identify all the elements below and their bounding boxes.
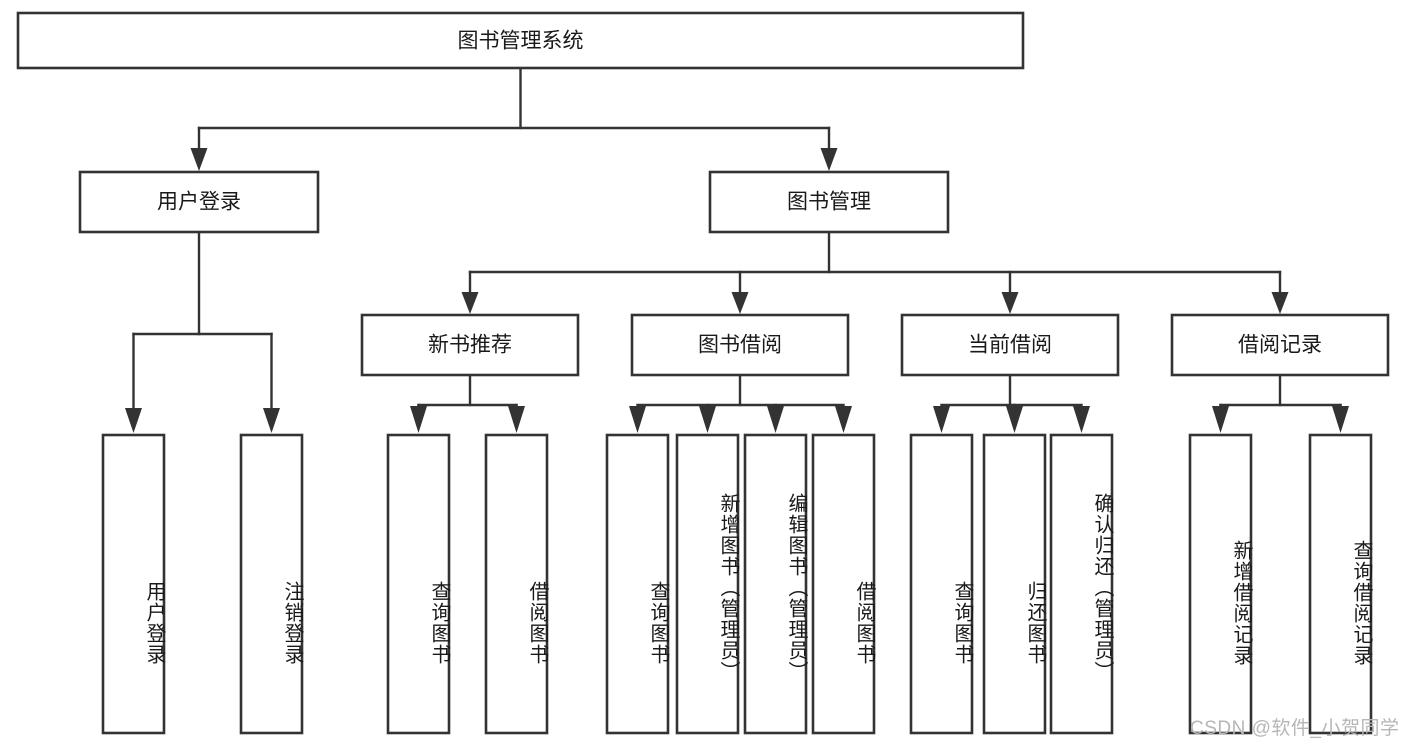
node-leaf-return-book-box[interactable] [982,433,1047,735]
node-borrow-record-label: 借阅记录 [1238,334,1322,357]
node-leaf-add-borrow-record-box[interactable] [1188,433,1253,735]
node-root[interactable]: 图书管理系统 [16,11,1025,70]
node-borrow-record-box[interactable] [1170,313,1390,377]
node-new-book-recommend[interactable]: 新书推荐 [360,313,580,377]
arrowhead-leaf-add-borrow-record [1212,406,1229,433]
node-layer: 图书管理系统 用户登录 图书管理 新书推荐 图书借阅 当前 [16,11,1390,735]
node-leaf-query-book-rec-box[interactable] [386,433,451,735]
node-new-book-recommend-label: 新书推荐 [428,334,512,357]
arrowhead-leaf-return-book [1006,406,1023,433]
node-book-manage[interactable]: 图书管理 [708,170,950,234]
node-leaf-borrow-book-rec-box[interactable] [484,433,549,735]
node-book-borrow-box[interactable] [630,313,850,377]
node-leaf-confirm-return-admin-box[interactable] [1049,433,1114,735]
arrowhead-leaf-query-book-borrow [629,406,646,433]
node-leaf-borrow-book-box[interactable] [811,433,876,735]
arrowhead-leaf-query-borrow-record [1332,406,1349,433]
arrowhead-leaf-user-login [125,408,142,433]
node-borrow-record[interactable]: 借阅记录 [1170,313,1390,377]
arrowhead-new-book-recommend [461,292,479,314]
arrowhead-user-login [190,148,208,171]
arrowhead-leaf-add-book-admin [699,406,716,433]
node-leaf-user-logout-box[interactable] [239,433,304,735]
arrowhead-book-manage [820,148,838,171]
arrowhead-leaf-confirm-return-admin [1073,406,1090,433]
arrowhead-leaf-user-logout [263,408,280,433]
node-root-box[interactable] [16,11,1025,70]
node-leaf-edit-book-admin-box[interactable] [743,433,808,735]
node-leaf-query-borrow-record-box[interactable] [1308,433,1373,735]
node-book-borrow[interactable]: 图书借阅 [630,313,850,377]
node-current-borrow[interactable]: 当前借阅 [900,313,1120,377]
arrowhead-leaf-query-book-cur [933,406,950,433]
arrowhead-book-borrow [731,292,749,314]
node-book-borrow-label: 图书借阅 [698,334,782,357]
arrowhead-current-borrow [1001,292,1019,314]
arrowhead-leaf-edit-book-admin [767,406,784,433]
node-new-book-recommend-box[interactable] [360,313,580,377]
arrowhead-leaf-query-book-rec [410,406,427,433]
node-user-login[interactable]: 用户登录 [78,170,320,234]
node-leaf-query-book-cur-box[interactable] [909,433,974,735]
node-user-login-box[interactable] [78,170,320,234]
node-root-label: 图书管理系统 [458,30,584,53]
node-leaf-add-book-admin-box[interactable] [675,433,740,735]
node-book-manage-box[interactable] [708,170,950,234]
node-user-login-label: 用户登录 [157,191,241,214]
arrowhead-leaf-borrow-book [835,406,852,433]
node-leaf-query-book-borrow-box[interactable] [605,433,670,735]
arrowhead-leaf-borrow-book-rec [508,406,525,433]
node-leaf-user-login-box[interactable] [101,433,166,735]
node-current-borrow-box[interactable] [900,313,1120,377]
edge-layer [125,66,1349,433]
csdn-watermark: CSDN @软件_小贺同学 [1190,718,1400,739]
node-book-manage-label: 图书管理 [787,191,871,214]
arrowhead-borrow-record [1271,292,1289,314]
node-current-borrow-label: 当前借阅 [968,334,1052,357]
